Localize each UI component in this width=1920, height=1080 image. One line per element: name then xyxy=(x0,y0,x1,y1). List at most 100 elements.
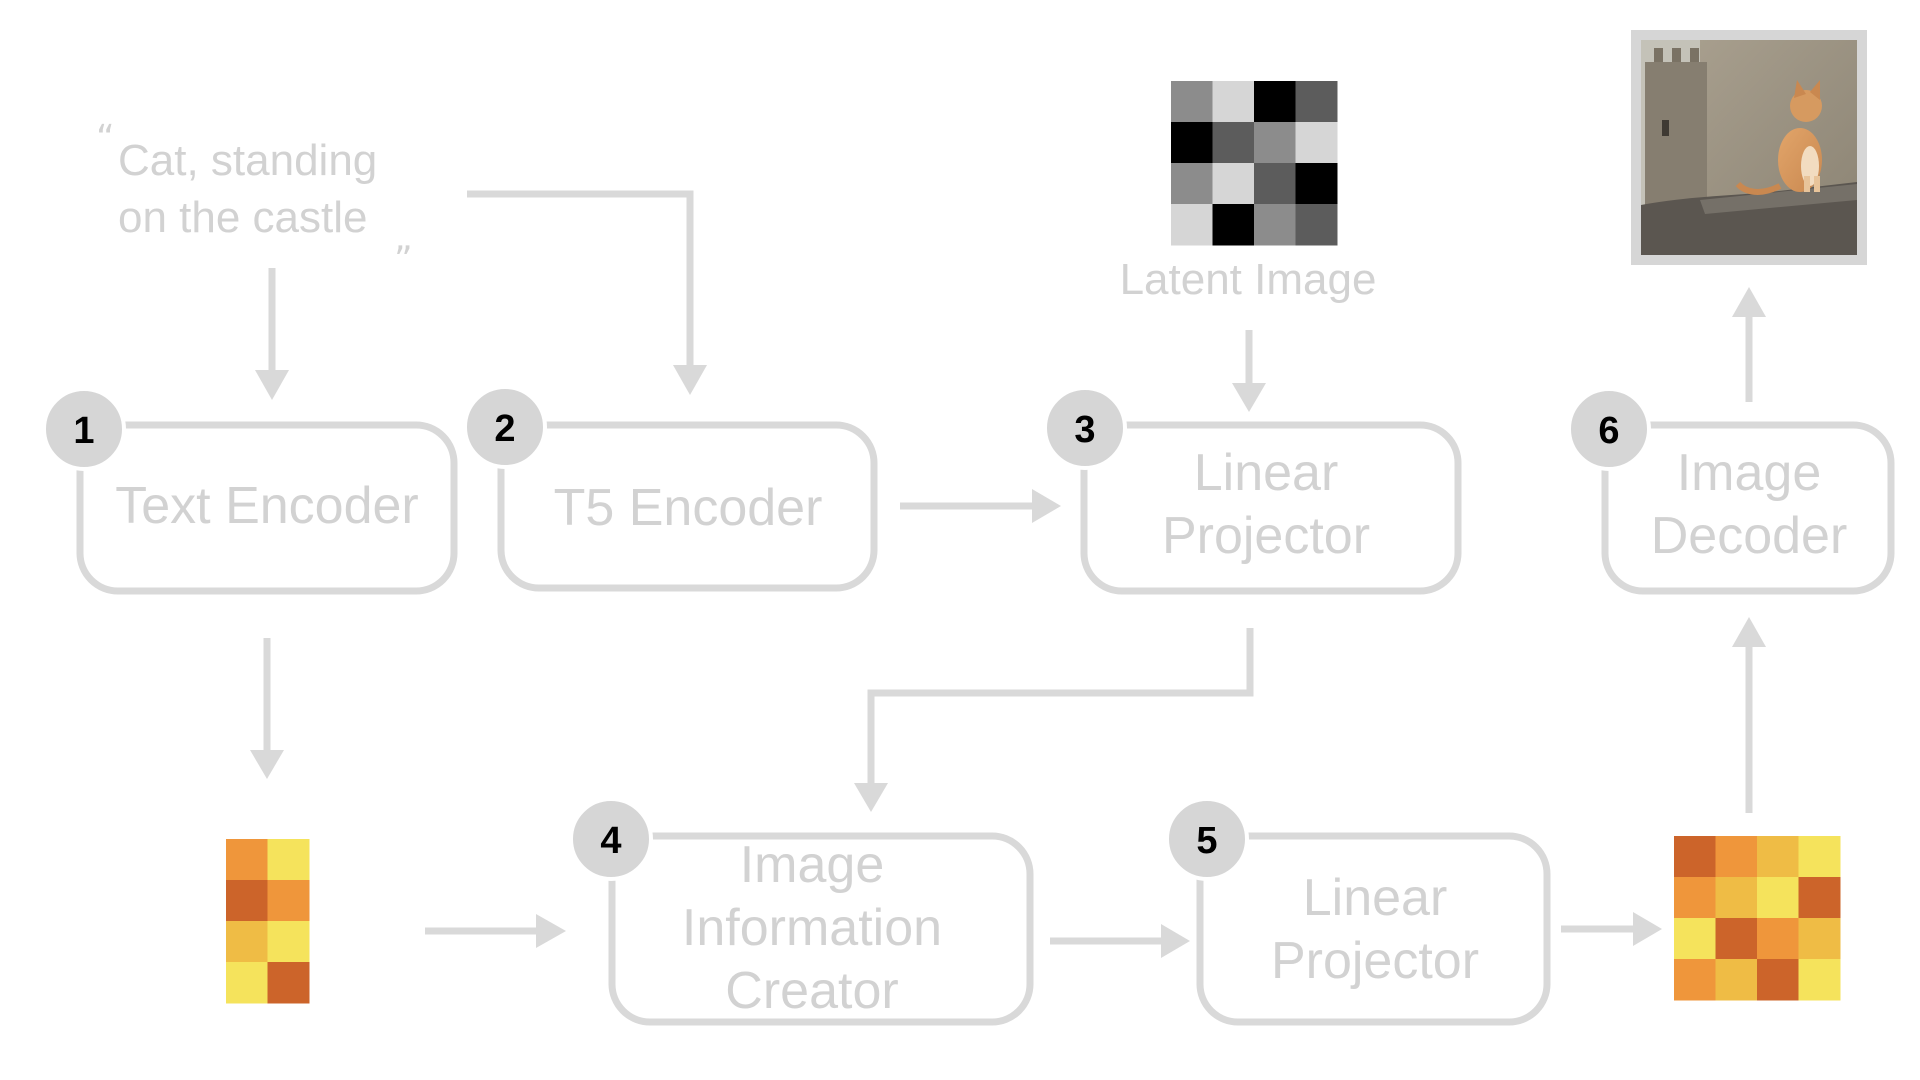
latent-cell xyxy=(1254,163,1296,205)
arrowhead xyxy=(255,370,289,400)
step-linear-projector-2: Linear Projector 5 xyxy=(1165,797,1551,1026)
step-number-2: 2 xyxy=(494,408,515,450)
creator-label-line-3: Creator xyxy=(725,962,898,1020)
output-latent-cell xyxy=(1757,877,1799,919)
step-badge-3 xyxy=(1043,386,1127,470)
step-badge-6 xyxy=(1567,387,1651,471)
cat-tail xyxy=(1735,181,1782,195)
output-latent-cell xyxy=(1798,959,1841,1001)
arrow-prompt-to-t5-encoder xyxy=(467,190,694,367)
output-latent-cell xyxy=(1798,836,1841,878)
embedding-cell xyxy=(267,962,310,1004)
latent-cell xyxy=(1212,163,1255,205)
t5-encoder-box xyxy=(497,421,878,592)
output-latent-cell xyxy=(1674,836,1716,878)
step-badge-1 xyxy=(42,387,126,471)
latent-cell xyxy=(1171,163,1213,205)
text-prompt: “ Cat, standing on the castle „ xyxy=(96,118,413,259)
creator-label-line-2: Information xyxy=(682,899,942,957)
arrowhead xyxy=(854,783,888,812)
linear-projector-1-label-line-2: Projector xyxy=(1162,507,1370,565)
output-latent-cell xyxy=(1798,918,1841,960)
latent-cell xyxy=(1171,204,1213,246)
output-latent-cell xyxy=(1715,877,1758,919)
cat-ear-left xyxy=(1794,80,1806,98)
embedding-cell xyxy=(226,962,268,1004)
latent-cell xyxy=(1212,122,1255,164)
output-latent-cell xyxy=(1757,959,1799,1001)
arrowhead xyxy=(536,914,566,948)
latent-cell xyxy=(1212,81,1255,123)
latent-cell xyxy=(1171,81,1213,123)
creator-label-line-1: Image xyxy=(740,836,885,894)
latent-cell xyxy=(1171,122,1213,164)
embedding-cell xyxy=(267,880,310,922)
arrowhead xyxy=(1732,287,1766,317)
step-number-5: 5 xyxy=(1196,820,1217,862)
latent-cell xyxy=(1295,163,1338,205)
output-latent-cell xyxy=(1757,918,1799,960)
step-image-decoder: Image Decoder 6 xyxy=(1567,387,1895,595)
linear-projector-1-label-line-1: Linear xyxy=(1194,444,1339,502)
latent-image-grid xyxy=(1171,81,1338,246)
prompt-line-2: on the castle xyxy=(118,193,368,242)
latent-cell xyxy=(1254,122,1296,164)
step-number-3: 3 xyxy=(1074,409,1095,451)
step-image-information-creator: Image Information Creator 4 xyxy=(569,797,1034,1026)
linear-projector-2-label-line-1: Linear xyxy=(1303,869,1448,927)
output-latent-cell xyxy=(1674,877,1716,919)
embedding-cell xyxy=(226,880,268,922)
latent-cell xyxy=(1295,81,1338,123)
linear-projector-2-box xyxy=(1196,832,1551,1026)
arrowhead xyxy=(673,365,707,395)
step-linear-projector-1: Linear Projector 3 xyxy=(1043,386,1462,595)
open-quote: “ xyxy=(96,118,115,159)
castle-wall xyxy=(1700,40,1857,210)
t5-encoder-label: T5 Encoder xyxy=(554,479,823,537)
output-latent-cell xyxy=(1674,918,1716,960)
output-latent-cell xyxy=(1715,959,1758,1001)
image-decoder-box xyxy=(1601,421,1895,595)
step-badge-2 xyxy=(463,385,547,469)
castle-tower xyxy=(1645,62,1707,212)
output-latent-cell xyxy=(1715,918,1758,960)
output-latent-grid xyxy=(1674,836,1841,1001)
image-decoder-label-line-1: Image xyxy=(1677,444,1822,502)
image-information-creator-box xyxy=(608,832,1034,1026)
arrowhead xyxy=(1161,924,1190,958)
output-latent-cell xyxy=(1798,877,1841,919)
embedding-cell xyxy=(267,839,310,881)
cat-ear-right xyxy=(1810,80,1820,100)
image-decoder-label-line-2: Decoder xyxy=(1651,507,1848,565)
step-number-4: 4 xyxy=(600,820,621,862)
cat-figure xyxy=(1735,80,1822,195)
linear-projector-2-label-line-2: Projector xyxy=(1271,932,1479,990)
arrowhead xyxy=(250,750,284,779)
close-quote: „ xyxy=(394,218,413,259)
output-latent-cell xyxy=(1715,836,1758,878)
arrow-projector-to-creator xyxy=(867,628,1254,785)
tower-battlements xyxy=(1645,48,1708,62)
output-latent-cell xyxy=(1674,959,1716,1001)
embedding-cell xyxy=(267,921,310,963)
cat-leg xyxy=(1814,176,1820,192)
latent-image-label: Latent Image xyxy=(1120,255,1377,304)
step-number-6: 6 xyxy=(1598,410,1619,452)
cat-leg xyxy=(1804,176,1810,192)
step-number-1: 1 xyxy=(73,410,94,452)
cat-head xyxy=(1790,90,1822,122)
embedding-cell xyxy=(226,839,268,881)
latent-cell xyxy=(1295,122,1338,164)
text-embedding-grid xyxy=(226,839,310,1004)
latent-cell xyxy=(1212,204,1255,246)
output-latent-cell xyxy=(1757,836,1799,878)
arrowhead xyxy=(1732,617,1766,647)
arrowhead xyxy=(1633,912,1662,946)
text-encoder-box xyxy=(76,421,458,595)
step-text-encoder: Text Encoder 1 xyxy=(42,387,458,595)
latent-cell xyxy=(1254,81,1296,123)
linear-projector-1-box xyxy=(1080,421,1462,595)
arrowhead xyxy=(1032,489,1061,523)
prompt-line-1: Cat, standing xyxy=(118,136,377,185)
